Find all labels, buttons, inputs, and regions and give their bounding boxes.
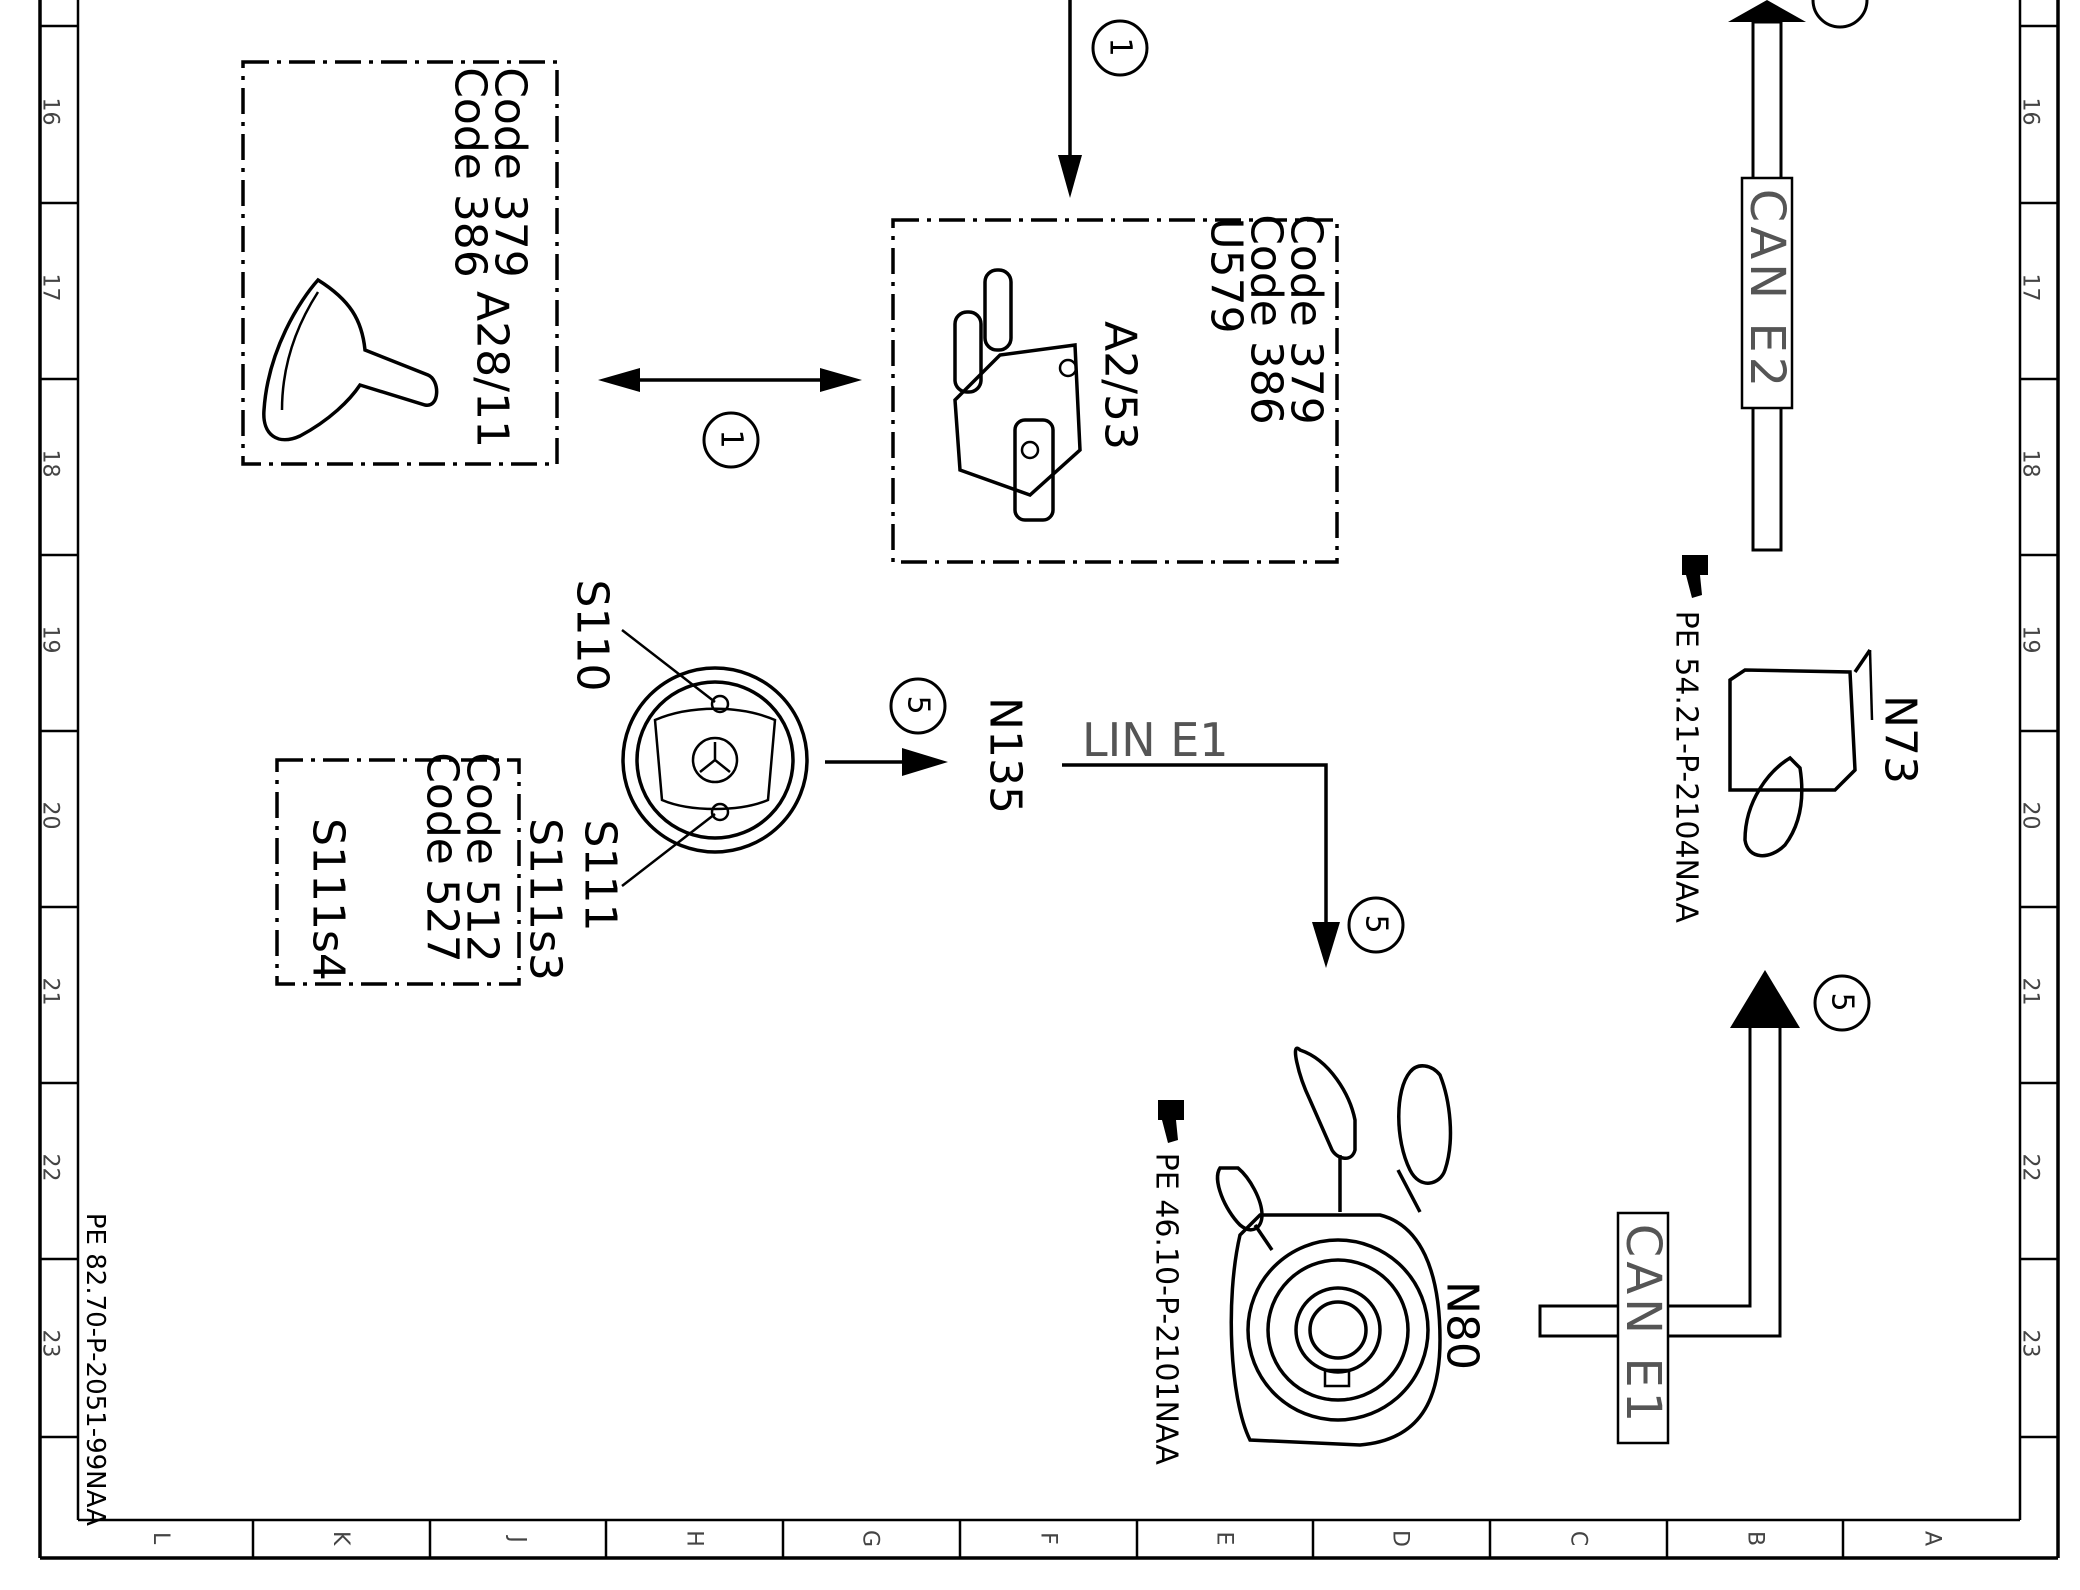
s110-label: S110 (567, 580, 618, 692)
can-e2-label-box (1740, 176, 1794, 410)
a2-code-1: Code 379 (1281, 214, 1332, 425)
column-label: E (1212, 1532, 1237, 1546)
row-label: 20 (38, 802, 63, 830)
row-label: 18 (38, 450, 63, 478)
row-label: 17 (38, 274, 63, 302)
n135-label: N135 (980, 697, 1031, 814)
row-label: 21 (2018, 978, 2043, 1006)
callout-circle-icon: 5 (1347, 896, 1405, 954)
s111s3-label: S111s3 (520, 818, 571, 981)
callout-circle-icon: 5 (1813, 974, 1871, 1032)
row-label: 19 (38, 626, 63, 654)
row-label: 19 (2018, 626, 2043, 654)
column-label: F (1036, 1532, 1061, 1545)
n80-component-icon (1215, 1046, 1453, 1447)
can-e1-bus: CAN E1 (1538, 970, 1800, 1445)
lin-e1-label: LIN E1 (1082, 713, 1229, 767)
callout-number: 1 (714, 429, 749, 448)
arrow-icon (820, 368, 862, 392)
callout-circle-icon (1811, 0, 1869, 29)
row-label: 23 (2018, 1330, 2043, 1358)
can-e1-label: CAN E1 (1615, 1224, 1671, 1426)
s111-label: S111 (575, 820, 626, 932)
callout-number: 5 (1359, 914, 1394, 933)
a2-code-2: Code 386 (1241, 214, 1292, 425)
a28-component-icon (262, 277, 439, 442)
s111-code-2: Code 527 (417, 752, 468, 963)
callout-number: 5 (901, 695, 936, 714)
column-ruler-bottom: L K J H G F E D C B A (148, 1520, 1945, 1558)
arrow-icon (1312, 922, 1340, 968)
arrow-icon (1728, 0, 1806, 22)
column-label: A (1920, 1531, 1945, 1546)
a28-code-2: Code 386 (445, 67, 496, 278)
a2-option-box (891, 218, 1339, 564)
hand-pointer-icon (1682, 555, 1708, 598)
leader-line (621, 813, 716, 887)
leader-line (621, 629, 716, 703)
a28-label: A28/11 (467, 291, 518, 448)
column-label: J (505, 1534, 530, 1543)
column-label: C (1566, 1531, 1591, 1546)
callout-number: 1 (1103, 37, 1138, 56)
can-e2-bus: CAN E2 (1728, 0, 1806, 552)
row-label: 22 (2018, 1154, 2043, 1182)
arrow-icon (598, 368, 640, 392)
column-label: D (1388, 1530, 1413, 1547)
row-ruler-right: 16 17 18 19 20 21 22 23 (2018, 24, 2058, 1439)
a2-component-icon (953, 268, 1082, 522)
callout-circle-icon: 5 (889, 677, 947, 735)
row-ruler-left: 16 17 18 19 20 21 22 23 (38, 24, 78, 1439)
row-label: 22 (38, 1154, 63, 1182)
s111s4-label: S111s4 (303, 818, 354, 981)
callout-number: 5 (1825, 992, 1860, 1011)
row-label: 17 (2018, 274, 2043, 302)
a28-code-1: Code 379 (485, 67, 536, 278)
callout-circle-icon: 1 (1091, 19, 1149, 77)
a2-code-3: U579 (1201, 217, 1252, 333)
column-label: B (1743, 1531, 1768, 1546)
arrow-icon (1730, 970, 1800, 1028)
n73-label: N73 (1875, 695, 1926, 784)
n73-component-icon (1728, 649, 1874, 858)
arrow-icon (902, 748, 948, 776)
s111-code-1: Code 512 (457, 752, 508, 963)
column-label: H (682, 1530, 707, 1547)
column-label: L (148, 1532, 173, 1545)
can-e2-label: CAN E2 (1739, 189, 1795, 391)
n80-reference: PE 46.10-P-2101NAA (1149, 1153, 1184, 1466)
callout-circle-icon: 1 (702, 411, 760, 469)
arrow-icon (1058, 155, 1082, 198)
column-label: G (858, 1530, 883, 1547)
s111-option-box (275, 758, 521, 986)
n80-label: N80 (1437, 1281, 1488, 1370)
a2-label: A2/53 (1095, 321, 1146, 450)
hand-pointer-icon (1158, 1100, 1184, 1143)
lin-e1-line (1062, 763, 1328, 930)
row-label: 20 (2018, 802, 2043, 830)
row-label: 16 (2018, 98, 2043, 126)
column-label: K (328, 1531, 353, 1546)
n73-reference: PE 54.21-P-2104NAA (1669, 611, 1704, 924)
a28-option-box (241, 60, 559, 466)
steering-wheel-icon (621, 666, 809, 854)
drawing-frame (38, 0, 2060, 1560)
can-e1-label-box (1616, 1211, 1670, 1445)
row-label: 18 (2018, 450, 2043, 478)
row-label: 23 (38, 1330, 63, 1358)
doc-reference: PE 82.70-P-2051-99NAA (80, 1213, 110, 1526)
row-label: 21 (38, 978, 63, 1006)
row-label: 16 (38, 98, 63, 126)
